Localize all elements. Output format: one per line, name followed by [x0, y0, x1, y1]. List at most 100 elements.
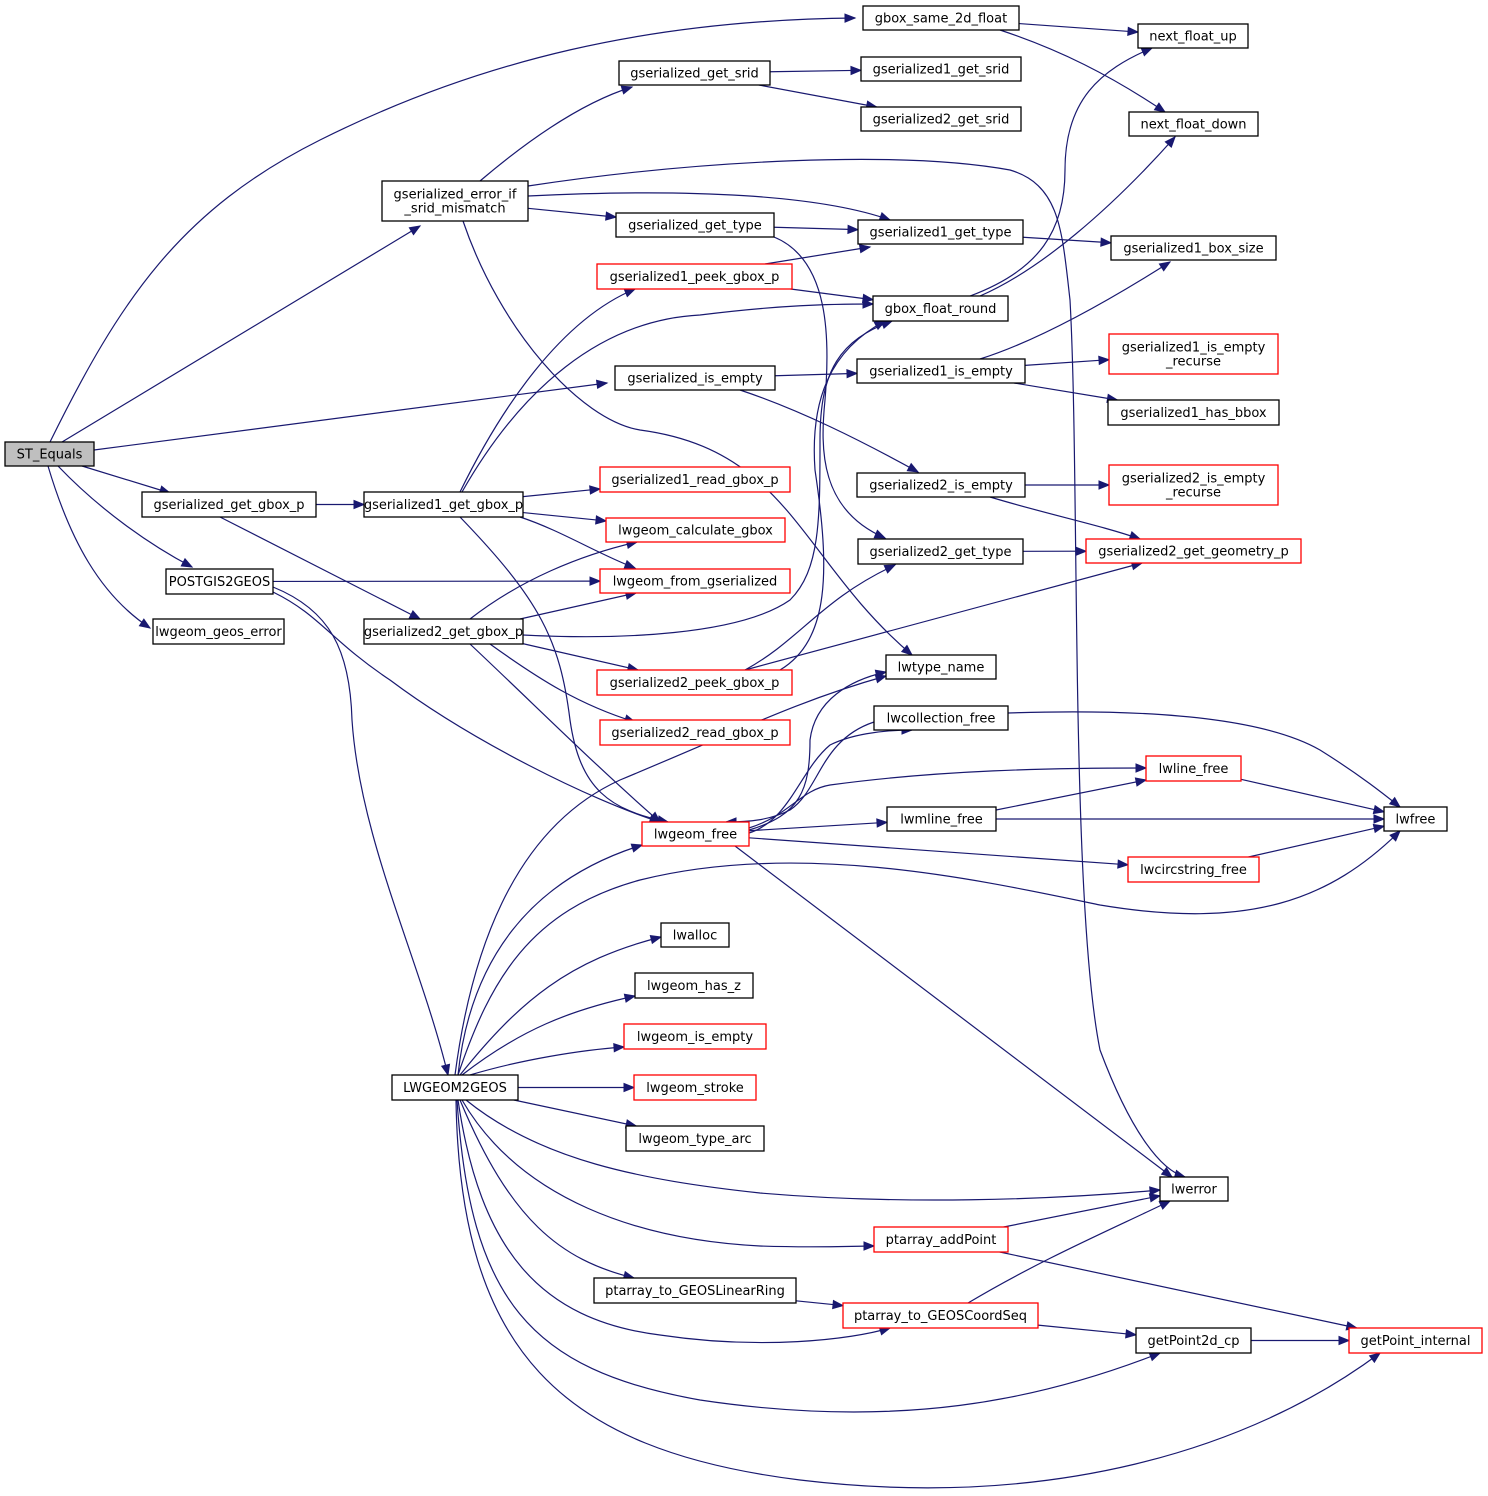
edge-ptarray_to_GEOSLinearRing-to-ptarray_to_GEOSCoordSeq	[795, 1299, 845, 1310]
node-lwline_free[interactable]: lwline_free	[1145, 755, 1242, 782]
node-gserialized1_has_bbox[interactable]: gserialized1_has_bbox	[1107, 399, 1280, 426]
node-box	[1383, 806, 1448, 832]
node-gserialized_is_empty[interactable]: gserialized_is_empty	[614, 365, 776, 391]
node-getPoint_internal[interactable]: getPoint_internal	[1348, 1327, 1483, 1354]
arrowhead-icon	[1140, 47, 1154, 57]
node-gserialized2_get_gbox_p[interactable]: gserialized2_get_gbox_p	[363, 618, 524, 645]
edge-gserialized1_is_empty-to-gserialized1_is_empty_recurse	[1024, 355, 1111, 366]
node-label: gserialized1_peek_gbox_p	[610, 270, 780, 285]
edge-line	[513, 1099, 637, 1127]
edge-ST_Equals-to-gserialized_get_gbox_p	[81, 465, 172, 495]
node-ptarray_addPoint[interactable]: ptarray_addPoint	[873, 1226, 1009, 1253]
node-ptarray_to_GEOSCoordSeq[interactable]: ptarray_to_GEOSCoordSeq	[842, 1302, 1039, 1329]
edge-line	[219, 516, 421, 620]
node-box	[857, 538, 1024, 565]
edge-line	[967, 1200, 1171, 1304]
edge-LWGEOM2GEOS-to-lwgeom_is_empty	[469, 1042, 626, 1076]
edge-line	[734, 845, 1173, 1178]
node-lwgeom_is_empty[interactable]: lwgeom_is_empty	[623, 1023, 767, 1050]
node-next_float_up[interactable]: next_float_up	[1137, 23, 1249, 49]
node-lwgeom_stroke[interactable]: lwgeom_stroke	[633, 1074, 757, 1101]
edge-lwgeom_free-to-lwerror	[734, 845, 1174, 1178]
node-lwgeom_has_z[interactable]: lwgeom_has_z	[634, 972, 754, 999]
node-gserialized1_is_empty_recurse[interactable]: gserialized1_is_empty_recurse	[1108, 333, 1279, 375]
node-box	[599, 466, 791, 493]
arrowhead-icon	[623, 1082, 636, 1093]
edge-gserialized2_get_gbox_p-to-gserialized2_peek_gbox_p	[519, 642, 640, 673]
node-lwgeom_from_gserialized[interactable]: lwgeom_from_gserialized	[599, 568, 791, 594]
node-gserialized2_get_type[interactable]: gserialized2_get_type	[857, 538, 1024, 565]
edge-LWGEOM2GEOS-to-lwgeom_free	[457, 843, 644, 1076]
node-gbox_float_round[interactable]: gbox_float_round	[872, 295, 1009, 322]
node-gserialized2_read_gbox_p[interactable]: gserialized2_read_gbox_p	[599, 719, 791, 746]
edge-gserialized1_is_empty-to-gserialized1_has_bbox	[1013, 382, 1119, 403]
node-gserialized2_peek_gbox_p[interactable]: gserialized2_peek_gbox_p	[596, 669, 793, 696]
node-lwalloc[interactable]: lwalloc	[660, 922, 730, 948]
node-lwcircstring_free[interactable]: lwcircstring_free	[1127, 856, 1260, 883]
node-gserialized1_peek_gbox_p[interactable]: gserialized1_peek_gbox_p	[596, 263, 793, 290]
edge-ST_Equals-to-gserialized_error_if_srid_mismatch	[61, 225, 422, 443]
edge-gbox_same_2d_float-to-next_float_up	[1018, 22, 1140, 37]
edge-line	[979, 261, 1171, 360]
node-lwgeom_type_arc[interactable]: lwgeom_type_arc	[625, 1125, 765, 1152]
node-lwmline_free[interactable]: lwmline_free	[886, 806, 997, 832]
node-lwerror[interactable]: lwerror	[1159, 1176, 1229, 1202]
node-gserialized_get_type[interactable]: gserialized_get_type	[615, 212, 775, 238]
edge-line	[519, 642, 639, 671]
node-lwcollection_free[interactable]: lwcollection_free	[873, 705, 1009, 731]
node-gserialized2_get_srid[interactable]: gserialized2_get_srid	[860, 106, 1022, 132]
node-lwgeom_calculate_gbox[interactable]: lwgeom_calculate_gbox	[605, 517, 786, 543]
node-gserialized2_is_empty_recurse[interactable]: gserialized2_is_empty_recurse	[1108, 464, 1279, 506]
node-box	[1107, 399, 1280, 426]
node-gserialized_get_srid[interactable]: gserialized_get_srid	[618, 60, 771, 86]
edge-line	[57, 465, 193, 568]
edge-gserialized1_is_empty-to-gserialized1_box_size	[979, 261, 1172, 360]
node-lwgeom_free[interactable]: lwgeom_free	[641, 821, 750, 847]
node-lwfree[interactable]: lwfree	[1383, 806, 1448, 832]
node-box	[623, 1023, 767, 1050]
node-LWGEOM2GEOS[interactable]: LWGEOM2GEOS	[391, 1074, 519, 1101]
node-next_float_down[interactable]: next_float_down	[1128, 111, 1259, 137]
edge-gserialized1_get_gbox_p-to-gserialized1_read_gbox_p	[522, 485, 602, 498]
node-label: _recurse	[1165, 486, 1221, 501]
node-box	[856, 472, 1026, 498]
node-gserialized_error_if_srid_mismatch[interactable]: gserialized_error_if_srid_mismatch	[381, 180, 529, 222]
node-gserialized_get_gbox_p[interactable]: gserialized_get_gbox_p	[141, 491, 317, 518]
edge-line	[459, 516, 669, 823]
edge-line	[774, 372, 858, 377]
node-box	[641, 821, 750, 847]
node-lwtype_name[interactable]: lwtype_name	[885, 654, 997, 680]
edge-line	[461, 303, 874, 493]
arrowhead-icon	[1125, 1329, 1138, 1339]
node-POSTGIS2GEOS[interactable]: POSTGIS2GEOS	[165, 568, 274, 595]
node-box	[860, 56, 1022, 82]
node-gserialized1_box_size[interactable]: gserialized1_box_size	[1110, 235, 1277, 261]
edge-gserialized2_get_gbox_p-to-lwgeom_from_gserialized	[519, 590, 638, 620]
node-ptarray_to_GEOSLinearRing[interactable]: ptarray_to_GEOSLinearRing	[593, 1277, 797, 1304]
edge-LWGEOM2GEOS-to-ptarray_to_GEOSLinearRing	[459, 1099, 636, 1281]
node-gserialized1_is_empty[interactable]: gserialized1_is_empty	[856, 358, 1026, 384]
arrowhead-icon	[876, 818, 889, 828]
node-lwgeom_geos_error[interactable]: lwgeom_geos_error	[152, 618, 285, 645]
node-label: gserialized2_is_empty	[1122, 472, 1266, 487]
node-gserialized2_is_empty[interactable]: gserialized2_is_empty	[856, 472, 1026, 498]
arrowhead-icon	[1153, 102, 1167, 113]
node-gbox_same_2d_float[interactable]: gbox_same_2d_float	[862, 5, 1020, 31]
edge-lwgeom_free-to-lwcircstring_free	[748, 837, 1130, 869]
node-gserialized1_get_srid[interactable]: gserialized1_get_srid	[860, 56, 1022, 82]
node-gserialized1_get_gbox_p[interactable]: gserialized1_get_gbox_p	[363, 491, 524, 518]
node-gserialized1_read_gbox_p[interactable]: gserialized1_read_gbox_p	[599, 466, 791, 493]
node-getPoint2d_cp[interactable]: getPoint2d_cp	[1135, 1327, 1252, 1354]
node-label: gserialized1_read_gbox_p	[611, 473, 778, 488]
arrowhead-icon	[440, 1063, 451, 1077]
edge-line	[1022, 236, 1112, 244]
node-label: lwgeom_free	[654, 828, 737, 843]
edge-line	[748, 837, 1129, 866]
edge-gserialized_get_type-to-gserialized1_get_type	[773, 224, 860, 235]
arrowhead-icon	[589, 485, 602, 495]
node-gserialized2_get_geometry_p[interactable]: gserialized2_get_geometry_p	[1085, 538, 1302, 564]
node-box	[873, 705, 1009, 731]
arrowhead-icon	[844, 13, 857, 23]
edge-LWGEOM2GEOS-to-lwerror	[465, 1099, 1162, 1201]
node-gserialized1_get_type[interactable]: gserialized1_get_type	[857, 219, 1024, 245]
